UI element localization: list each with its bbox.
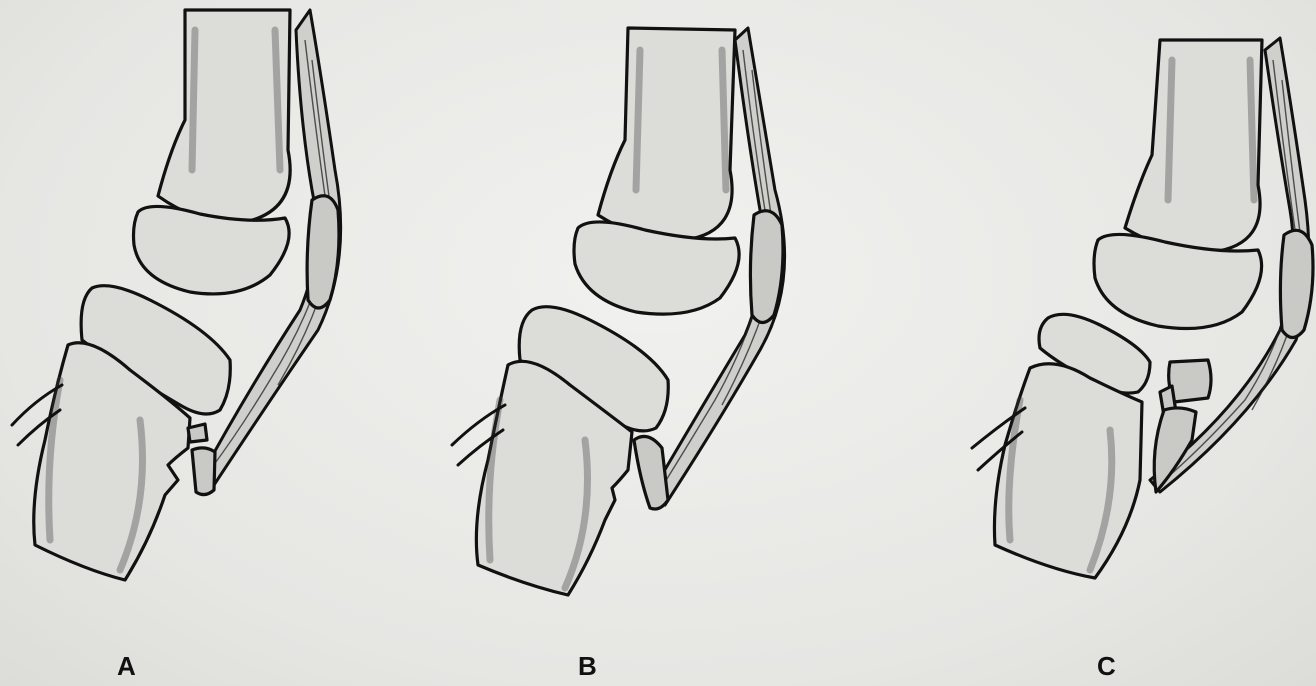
panel-c-distal-phalanx xyxy=(994,364,1142,578)
panel-b-middle-phalanx xyxy=(598,28,735,240)
panel-label-c: C xyxy=(1097,651,1117,682)
panel-b-sesamoid xyxy=(750,211,783,323)
panel-c-sesamoid xyxy=(1280,230,1313,337)
panel-a-fragment xyxy=(192,448,215,495)
panel-b-drawing xyxy=(452,28,785,595)
panel-a-drawing xyxy=(12,10,341,580)
panel-a-middle-phalanx xyxy=(158,10,290,222)
panel-c-drawing xyxy=(972,38,1313,578)
panel-b-fragment xyxy=(634,436,668,509)
panel-label-b: B xyxy=(578,651,598,682)
panel-a-condyle xyxy=(134,206,290,293)
panel-b-condyle xyxy=(574,222,739,314)
panel-a-sesamoid xyxy=(307,196,339,308)
panel-c-condyle xyxy=(1094,234,1262,328)
panel-label-a: A xyxy=(117,651,137,682)
panel-c-middle-phalanx xyxy=(1125,40,1262,252)
